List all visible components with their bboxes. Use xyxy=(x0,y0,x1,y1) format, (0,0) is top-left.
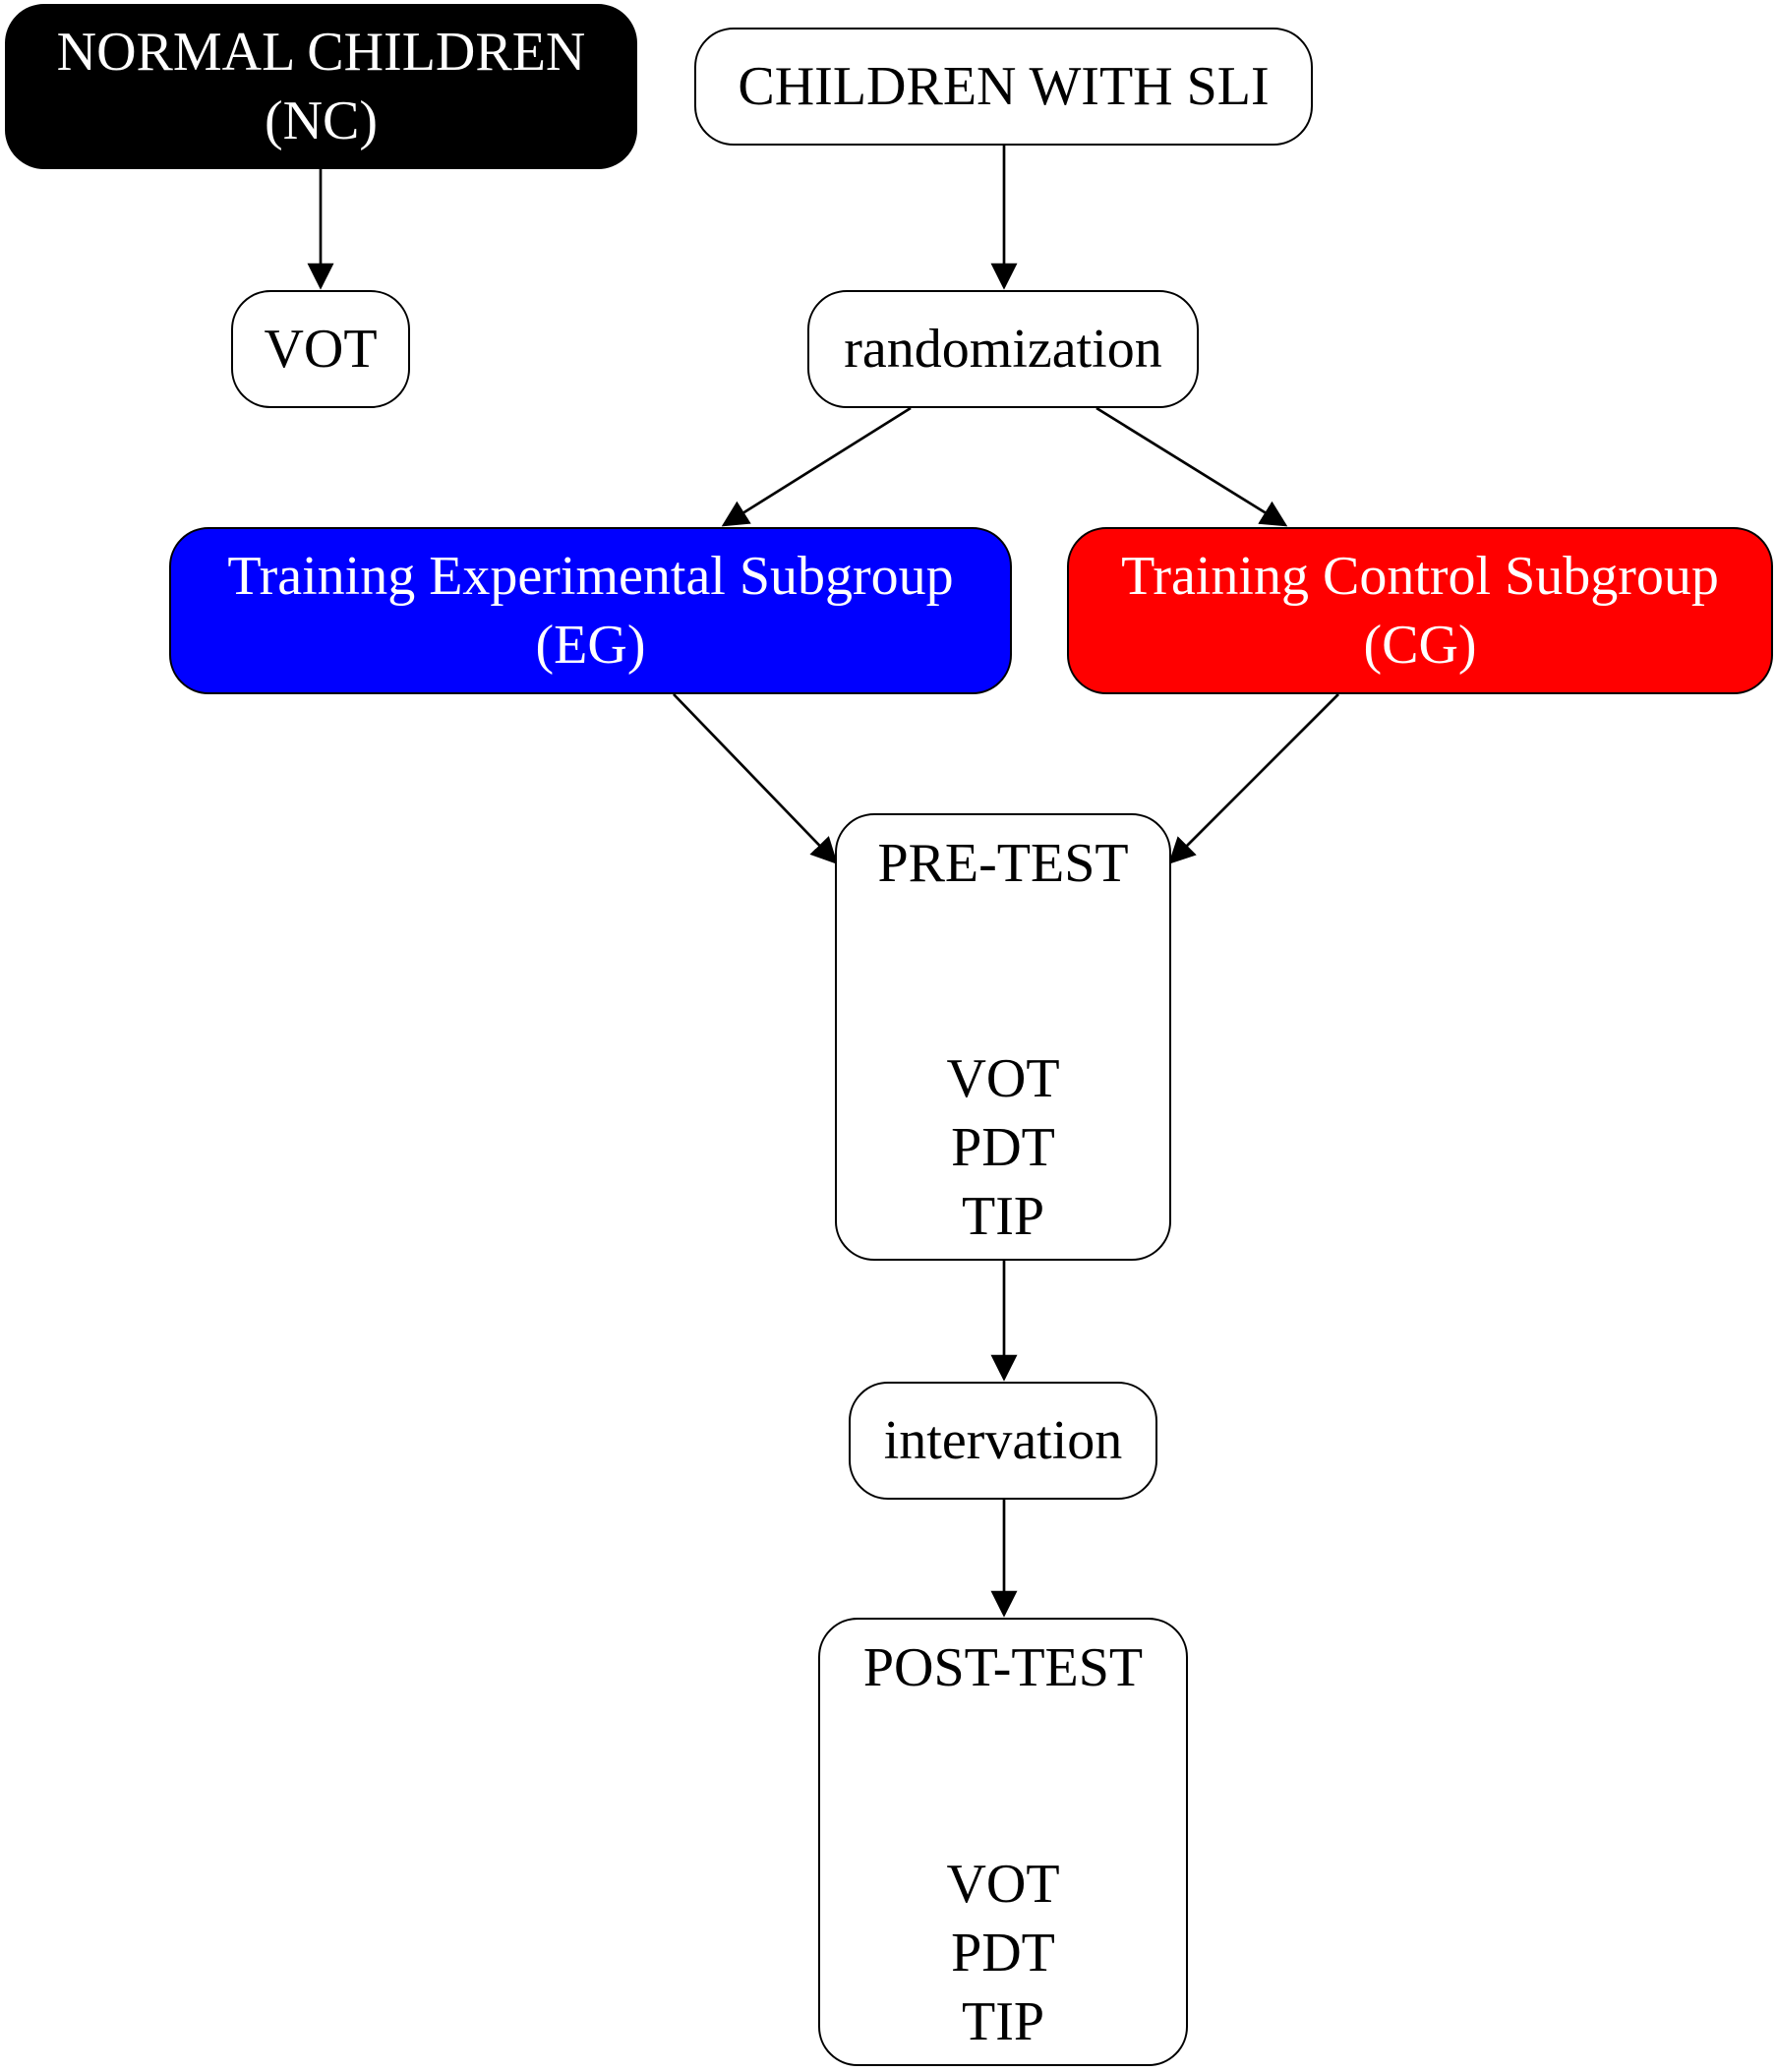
node-post-test-item: PDT xyxy=(951,1923,1055,1983)
node-children-with-sli: CHILDREN WITH SLI xyxy=(694,28,1313,146)
node-randomization-label: randomization xyxy=(844,319,1162,380)
node-randomization: randomization xyxy=(807,290,1199,408)
node-intervation: intervation xyxy=(849,1382,1157,1500)
node-pre-test-title: PRE-TEST xyxy=(877,833,1129,894)
node-pre-test: PRE-TEST VOT PDT TIP xyxy=(835,813,1171,1261)
node-post-test-item: TIP xyxy=(962,1991,1044,2052)
node-children-with-sli-label: CHILDREN WITH SLI xyxy=(738,56,1270,117)
node-training-experimental-subgroup: Training Experimental Subgroup (EG) xyxy=(169,527,1012,694)
node-vot: VOT xyxy=(231,290,410,408)
node-post-test: POST-TEST VOT PDT TIP xyxy=(818,1618,1188,2066)
node-pre-test-item: PDT xyxy=(951,1117,1055,1178)
edge-experimental-to-pre-test xyxy=(673,693,838,864)
node-vot-label: VOT xyxy=(264,319,378,380)
node-pre-test-item: VOT xyxy=(946,1048,1060,1109)
node-experimental-line2: (EG) xyxy=(535,615,646,676)
node-intervation-label: intervation xyxy=(883,1410,1123,1471)
node-normal-children-line1: NORMAL CHILDREN xyxy=(56,22,586,83)
node-post-test-title: POST-TEST xyxy=(862,1637,1144,1698)
node-pre-test-items: VOT PDT TIP xyxy=(837,1044,1169,1251)
node-pre-test-item: TIP xyxy=(962,1186,1044,1247)
node-post-test-item: VOT xyxy=(946,1854,1060,1915)
node-post-test-items: VOT PDT TIP xyxy=(820,1850,1186,2056)
node-control-line1: Training Control Subgroup xyxy=(1121,546,1719,607)
node-control-line2: (CG) xyxy=(1363,615,1477,676)
edge-randomization-to-experimental xyxy=(721,406,912,527)
node-normal-children: NORMAL CHILDREN (NC) xyxy=(5,4,637,169)
edge-randomization-to-control xyxy=(1095,406,1288,527)
node-normal-children-line2: (NC) xyxy=(264,90,379,151)
edge-control-to-pre-test xyxy=(1168,693,1339,864)
node-training-control-subgroup: Training Control Subgroup (CG) xyxy=(1067,527,1773,694)
node-experimental-line1: Training Experimental Subgroup xyxy=(227,546,954,607)
